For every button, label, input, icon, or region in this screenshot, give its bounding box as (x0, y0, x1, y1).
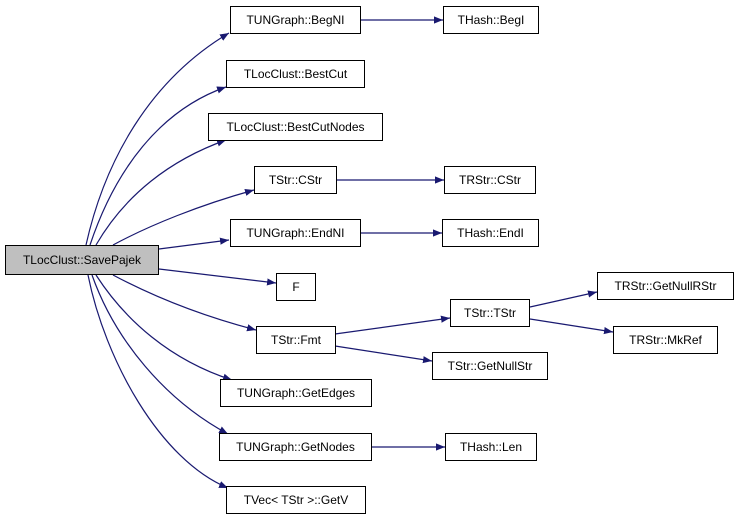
node-savepajek[interactable]: TLocClust::SavePajek (5, 245, 159, 275)
node-getnullrstr[interactable]: TRStr::GetNullRStr (597, 272, 734, 300)
edge-savepajek-bestcutnodes (95, 139, 227, 246)
node-tstr-tstr[interactable]: TStr::TStr (450, 299, 530, 327)
edge-savepajek-f (158, 268, 277, 286)
node-mkref[interactable]: TRStr::MkRef (613, 326, 718, 354)
edge-fmt-tstr (334, 315, 451, 335)
edge-savepajek-bestcut (89, 86, 227, 246)
node-begi[interactable]: THash::BegI (443, 6, 539, 34)
edge-savepajek-cstr (112, 188, 255, 246)
node-trstr-cstr[interactable]: TRStr::CStr (444, 166, 536, 194)
node-begni[interactable]: TUNGraph::BegNI (230, 6, 361, 34)
node-len[interactable]: THash::Len (445, 433, 537, 461)
node-endi[interactable]: THash::EndI (442, 219, 539, 247)
node-tstr-cstr[interactable]: TStr::CStr (254, 166, 337, 194)
node-getnullstr[interactable]: TStr::GetNullStr (432, 352, 548, 380)
node-getnodes[interactable]: TUNGraph::GetNodes (219, 433, 372, 461)
node-endni[interactable]: TUNGraph::EndNI (230, 219, 361, 247)
node-getedges[interactable]: TUNGraph::GetEdges (220, 379, 372, 407)
edge-tstr-mkref (529, 318, 614, 335)
edge-savepajek-fmt (112, 274, 257, 332)
node-bestcutnodes[interactable]: TLocClust::BestCutNodes (208, 113, 383, 141)
edge-savepajek-getedges (95, 274, 233, 381)
node-f[interactable]: F (276, 273, 316, 301)
node-bestcut[interactable]: TLocClust::BestCut (226, 60, 365, 88)
node-getv[interactable]: TVec< TStr >::GetV (226, 486, 366, 514)
edge-fmt-getnullstr (334, 345, 433, 364)
node-fmt[interactable]: TStr::Fmt (256, 326, 336, 354)
edge-tstr-getnullrstr (529, 290, 598, 308)
edge-savepajek-getnodes (91, 274, 229, 435)
edge-savepajek-getv (87, 274, 229, 489)
edge-savepajek-endni (158, 237, 230, 250)
edge-savepajek-begni (85, 32, 230, 246)
